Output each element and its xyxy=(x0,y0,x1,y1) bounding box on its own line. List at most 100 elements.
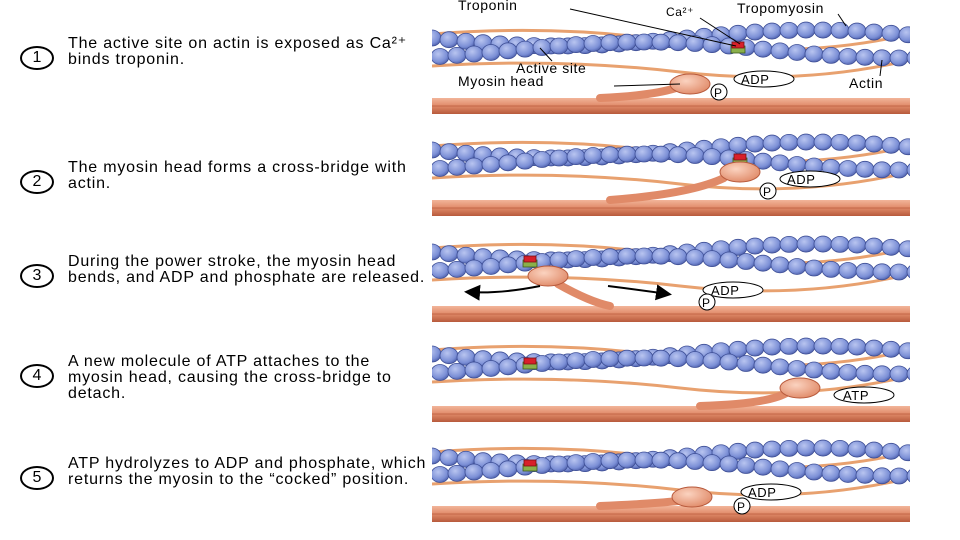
actin-bead xyxy=(916,446,934,462)
actin-bead xyxy=(881,442,901,460)
calcium-bound-troponin xyxy=(523,357,537,365)
actin-bead xyxy=(617,33,637,51)
actin-bead xyxy=(779,21,799,39)
step-description: ATP hydrolyzes to ADP and phosphate, whi… xyxy=(68,455,427,488)
step-description: The myosin head forms a cross-bridge wit… xyxy=(68,159,407,192)
actin-bead xyxy=(583,249,603,266)
actin-bead xyxy=(924,467,942,483)
actin-bead xyxy=(838,364,858,381)
actin-bead xyxy=(924,263,942,279)
actin-bead xyxy=(924,365,942,381)
actin-bead xyxy=(439,143,459,161)
actin-bead xyxy=(447,158,467,176)
actin-bead xyxy=(864,441,884,459)
actin-bead xyxy=(889,467,909,485)
actin-bead xyxy=(583,453,603,470)
myosin-neck xyxy=(596,84,680,102)
actin-bead xyxy=(855,48,875,66)
actin-bead xyxy=(685,147,705,164)
actin-bead xyxy=(787,156,807,173)
myosin-neck xyxy=(606,174,728,204)
actin-bead xyxy=(464,463,484,481)
actin-bead xyxy=(770,42,790,60)
actin-bead xyxy=(432,262,450,279)
actin-bead xyxy=(481,156,501,173)
actin-bead xyxy=(796,133,816,151)
actin-bead xyxy=(566,352,586,370)
actin-bead xyxy=(447,46,467,64)
adp-label-1: ADP xyxy=(741,72,770,87)
actin-bead xyxy=(617,145,637,163)
actin-bead xyxy=(779,133,799,151)
actin-bead xyxy=(872,467,892,485)
actin-bead xyxy=(498,358,518,376)
actin-bead xyxy=(464,259,484,277)
actin-bead xyxy=(916,28,934,44)
actin-bead xyxy=(762,338,782,356)
actin-bead xyxy=(838,262,858,279)
step-4: 4 A new molecule of ATP attaches to the … xyxy=(20,354,425,422)
actin-bead xyxy=(634,145,654,163)
myosin-neck xyxy=(596,497,682,510)
actin-bead xyxy=(864,23,884,41)
actin-bead xyxy=(906,163,910,177)
actin-bead xyxy=(498,460,518,478)
actin-bead xyxy=(447,260,467,278)
actin-bead xyxy=(796,439,816,457)
calcium-bound-troponin xyxy=(523,255,537,263)
panel-1 xyxy=(432,20,934,118)
actin-bead xyxy=(855,466,875,484)
actin-bead xyxy=(600,350,620,368)
actin-bead xyxy=(736,253,756,270)
actin-bead xyxy=(906,469,910,483)
actin-bead xyxy=(762,22,782,40)
actin-bead xyxy=(898,26,910,44)
actin-bead xyxy=(600,34,620,52)
actin-bead xyxy=(432,466,450,483)
actin-bead xyxy=(432,345,442,363)
step-description: The active site on actin is exposed as C… xyxy=(68,35,407,68)
actin-bead xyxy=(804,463,824,481)
actin-bead xyxy=(821,260,841,278)
actin-bead xyxy=(881,24,901,42)
actin-bead xyxy=(685,249,705,266)
actin-bead xyxy=(651,349,671,367)
actin-bead xyxy=(779,235,799,253)
actin-bead xyxy=(787,258,807,275)
actin-bead xyxy=(906,51,910,65)
adp-label-3: ADP xyxy=(711,283,740,298)
actin-label: Actin xyxy=(849,75,883,91)
atp-label: ATP xyxy=(843,388,869,403)
step-number: 2 xyxy=(20,170,54,194)
step-description: A new molecule of ATP attaches to the my… xyxy=(68,353,392,402)
actin-bead xyxy=(634,451,654,469)
actin-bead xyxy=(770,256,790,274)
actin-bead xyxy=(855,364,875,382)
calcium-bound-troponin xyxy=(733,153,747,161)
actin-bead xyxy=(906,367,910,381)
myosin-head xyxy=(671,486,713,508)
step-1: 1 The active site on actin is exposed as… xyxy=(20,36,425,104)
tropomyosin-strand xyxy=(432,374,910,395)
actin-bead xyxy=(804,259,824,277)
actin-bead xyxy=(702,250,722,268)
actin-bead xyxy=(532,151,552,168)
actin-bead xyxy=(549,149,569,167)
actin-bead xyxy=(796,337,816,355)
actin-bead xyxy=(719,455,739,473)
actin-bead xyxy=(855,262,875,280)
phosphate-label-3: P xyxy=(702,296,711,310)
actin-bead xyxy=(617,349,637,367)
actin-bead xyxy=(464,361,484,379)
tropomyosin-strand xyxy=(432,272,910,293)
actin-bead xyxy=(745,441,765,459)
actin-bead xyxy=(719,251,739,269)
actin-bead xyxy=(566,454,586,472)
actin-bead xyxy=(432,243,442,261)
actin-bead xyxy=(821,362,841,380)
actin-bead xyxy=(881,238,901,256)
tropomyosin-strand xyxy=(432,58,910,79)
actin-bead xyxy=(651,33,671,51)
actin-bead xyxy=(787,462,807,479)
actin-bead xyxy=(847,22,867,40)
